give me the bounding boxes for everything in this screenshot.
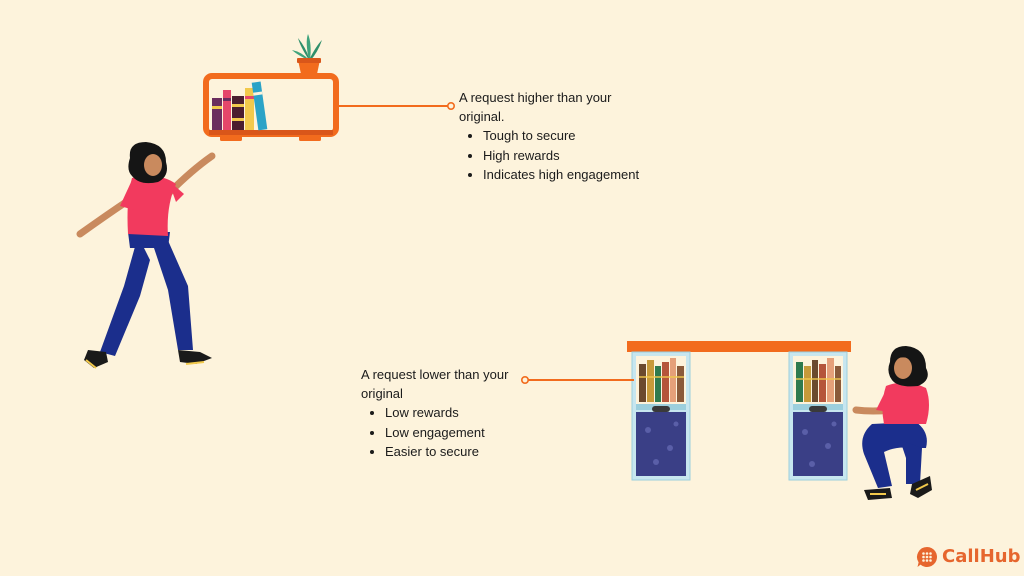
brand-logo: CallHub <box>916 546 1020 568</box>
callout-low-points: Low rewards Low engagement Easier to sec… <box>361 403 531 462</box>
callout-high-request: A request higher than your original. Tou… <box>459 88 659 185</box>
callout-low-request: A request lower than your original Low r… <box>361 365 531 462</box>
books-icon <box>212 81 268 131</box>
list-item: Easier to secure <box>385 442 531 462</box>
list-item: High rewards <box>483 146 659 166</box>
list-item: Tough to secure <box>483 126 659 146</box>
callout-high-points: Tough to secure High rewards Indicates h… <box>459 126 659 185</box>
list-item: Low engagement <box>385 423 531 443</box>
desk <box>627 341 851 481</box>
crouching-person-icon <box>852 346 932 500</box>
brand-logo-icon <box>917 547 937 567</box>
wall-shelf <box>203 34 339 141</box>
desk-cabinet-right <box>788 351 848 481</box>
callout-high-heading: A request higher than your original. <box>459 90 612 124</box>
books-icon <box>639 358 684 402</box>
books-icon <box>796 358 841 402</box>
brand-name: CallHub <box>942 546 1021 567</box>
list-item: Indicates high engagement <box>483 165 659 185</box>
list-item: Low rewards <box>385 403 531 423</box>
callout-low-heading: A request lower than your original <box>361 367 509 401</box>
desk-cabinet-left <box>631 351 691 481</box>
leader-line-bottom <box>520 375 634 384</box>
reaching-person-icon <box>76 142 216 369</box>
leader-line-top <box>338 102 455 111</box>
plant-icon <box>292 34 322 74</box>
